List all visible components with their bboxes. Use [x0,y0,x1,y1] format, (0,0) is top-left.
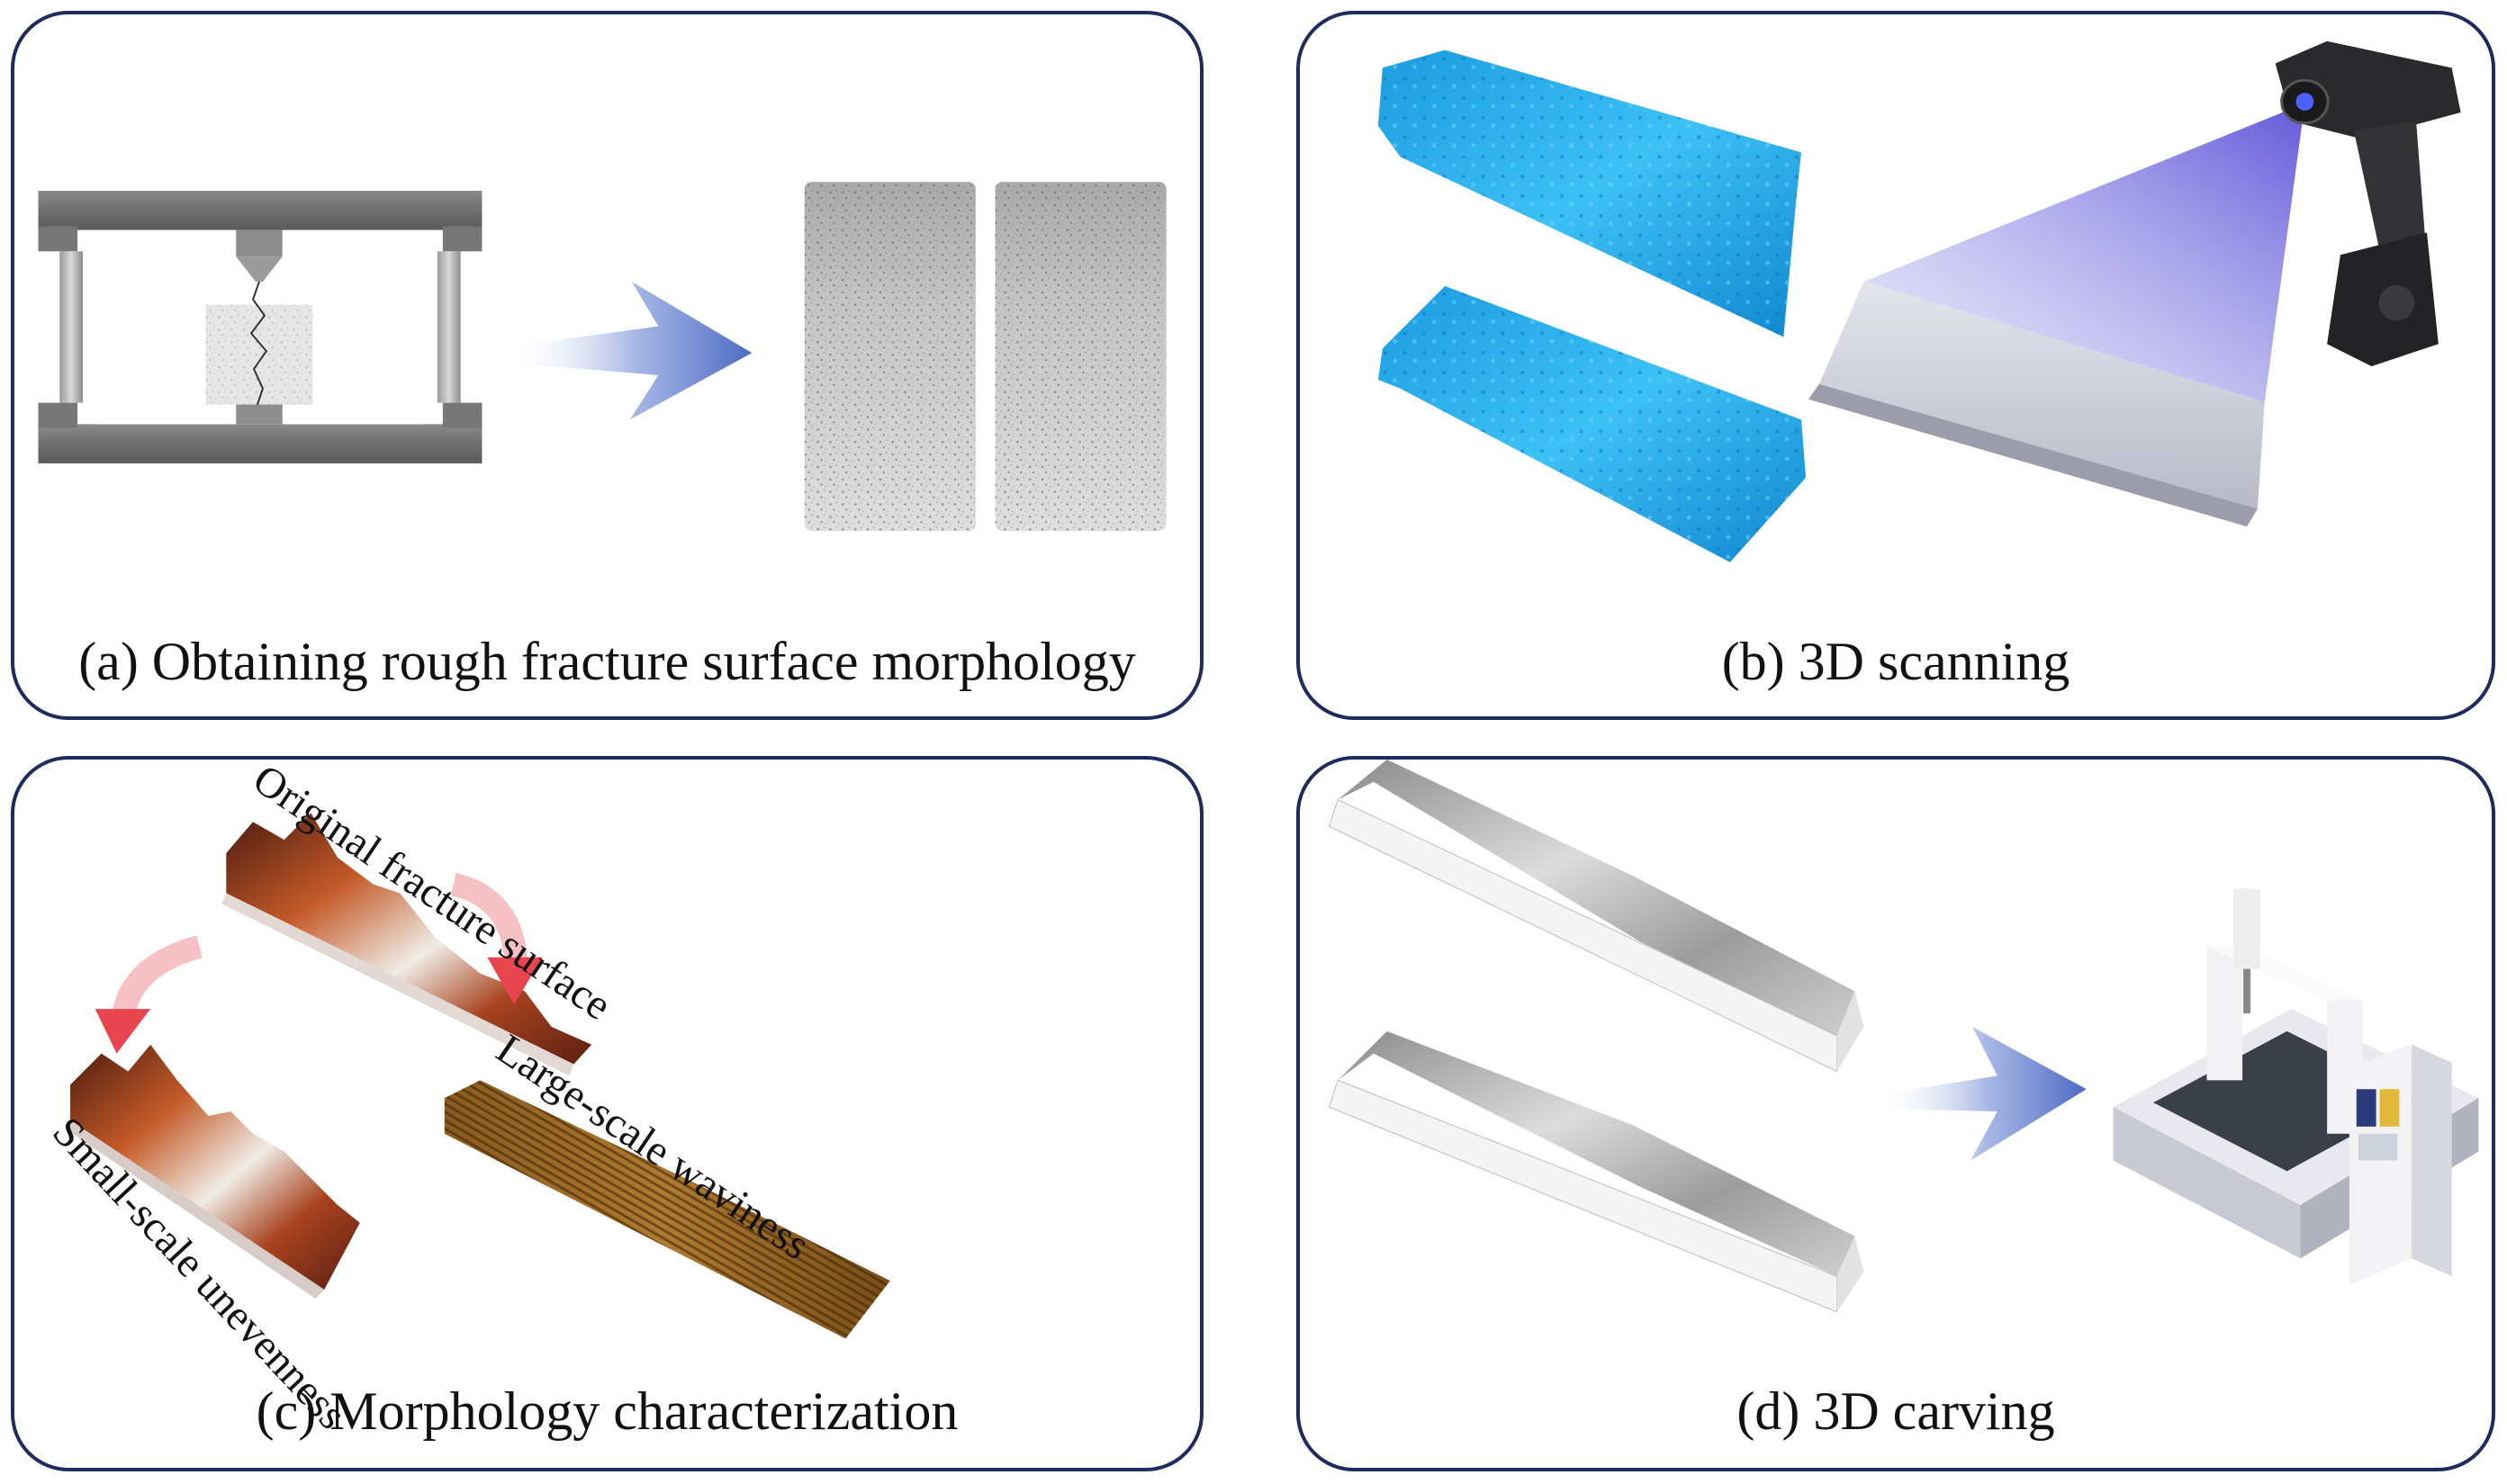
scanned-surface-bottom [1377,285,1807,562]
panel-d-illustration [1328,760,2479,1313]
loading-frame-icon [38,190,482,463]
scanned-surface-top [1377,49,1802,337]
panel-d: (d) 3D carving [1296,756,2495,1471]
panel-a: (a) Obtaining rough fracture surface mor… [11,11,1204,720]
panel-c-illustration: Original fracture surface Small-scale un… [43,760,890,1438]
rock-specimen-icon [804,182,1167,532]
arrow-icon [450,873,543,1005]
small-scale-surface [66,1044,360,1299]
arrow-icon [516,281,753,420]
carved-block-top [1328,760,1864,1073]
rock-specimen-icon [1808,281,2265,527]
panel-a-caption: (a) Obtaining rough fracture surface mor… [78,632,1136,691]
panel-c: Original fracture surface Small-scale un… [11,756,1204,1471]
laser-beam [1863,103,2305,402]
scanner-icon [2275,40,2461,366]
panel-b-illustration [1377,40,2461,562]
carved-block-bottom [1328,1030,1864,1313]
panel-a-illustration [38,182,1167,532]
panel-b: (b) 3D scanning [1296,11,2495,720]
original-surface [221,813,592,1076]
panel-c-caption: (c) Morphology characterization [256,1381,959,1441]
panel-d-caption: (d) 3D carving [1736,1381,2055,1441]
carving-machine-icon [2113,888,2479,1286]
arrow-icon [95,935,203,1054]
arrow-icon [1886,1026,2087,1161]
panel-b-caption: (b) 3D scanning [1721,632,2070,691]
large-scale-surface [444,1080,890,1339]
